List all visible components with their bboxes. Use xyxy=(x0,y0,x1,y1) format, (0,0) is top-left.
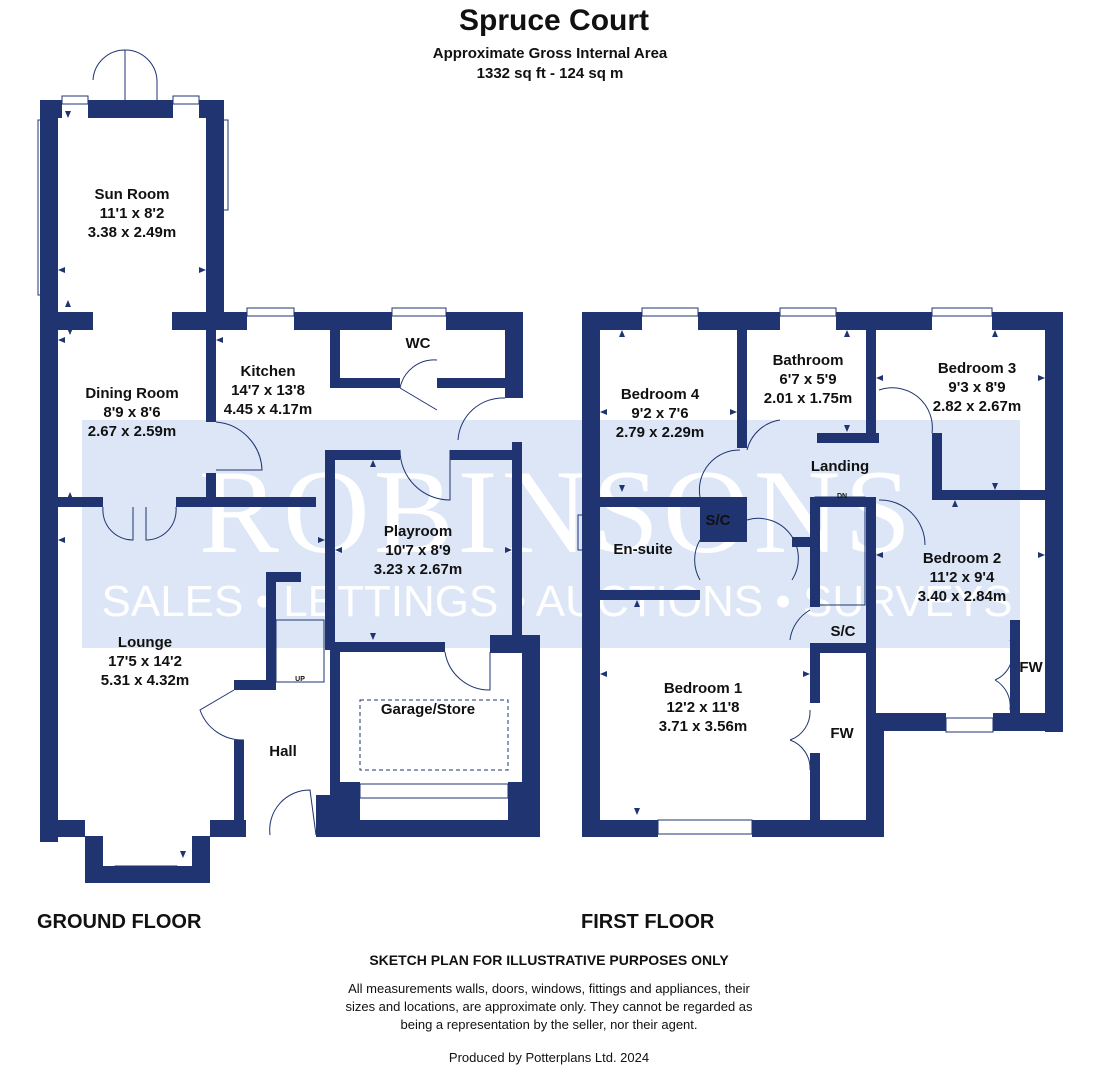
first-floor-label: FIRST FLOOR xyxy=(581,911,715,933)
disclaimer-line-1: All measurements walls, doors, windows, … xyxy=(348,981,750,996)
ground-floor-walls xyxy=(40,100,540,883)
room-wc: WC xyxy=(405,335,431,352)
room-bathroom: Bathroom 6'7 x 5'9 2.01 x 1.75m xyxy=(763,352,853,407)
disclaimer-heading: SKETCH PLAN FOR ILLUSTRATIVE PURPOSES ON… xyxy=(369,952,729,968)
room-bedroom-1: Bedroom 1 12'2 x 11'8 3.71 x 3.56m xyxy=(658,680,748,735)
disclaimer-line-3: being a representation by the seller, no… xyxy=(400,1017,698,1032)
room-dining-room: Dining Room 8'9 x 8'6 2.67 x 2.59m xyxy=(85,385,179,440)
room-garage-store: Garage/Store xyxy=(380,701,476,718)
disclaimer-line-2: sizes and locations, are approximate onl… xyxy=(345,999,753,1014)
watermark-services: SALES • LETTINGS • AUCTIONS • SURVEYS xyxy=(101,577,1013,626)
stairs-down-label: DN xyxy=(836,493,848,500)
windows xyxy=(37,95,994,882)
room-airing-cupboard: S/C xyxy=(705,512,731,529)
ground-floor-label: GROUND FLOOR xyxy=(37,911,202,933)
room-landing: Landing xyxy=(810,458,870,475)
room-fitted-wardrobe-bed2: FW xyxy=(1019,659,1043,676)
plan-title: Spruce Court xyxy=(458,4,650,37)
room-bedroom-4: Bedroom 4 9'2 x 7'6 2.79 x 2.29m xyxy=(615,386,705,441)
watermark-logo: ROBINSONS xyxy=(198,445,916,578)
room-fitted-wardrobe-bed1: FW xyxy=(830,725,854,742)
watermark-band xyxy=(82,420,1020,648)
room-storage-cupboard: S/C xyxy=(830,623,856,640)
room-playroom: Playroom 10'7 x 8'9 3.23 x 2.67m xyxy=(373,523,463,578)
room-bedroom-2: Bedroom 2 11'2 x 9'4 3.40 x 2.84m xyxy=(917,550,1007,605)
room-en-suite: En-suite xyxy=(613,541,673,558)
produced-by: Produced by Potterplans Ltd. 2024 xyxy=(448,1050,650,1065)
stairs-up-label: UP xyxy=(295,676,305,683)
area-label: Approximate Gross Internal Area xyxy=(432,45,668,62)
door-swings xyxy=(92,49,1014,836)
room-bedroom-3: Bedroom 3 9'3 x 8'9 2.82 x 2.67m xyxy=(932,360,1022,415)
dimension-arrows xyxy=(58,111,1045,858)
area-value: 1332 sq ft - 124 sq m xyxy=(476,65,624,82)
room-kitchen: Kitchen 14'7 x 13'8 4.45 x 4.17m xyxy=(223,363,313,418)
room-sun-room: Sun Room 11'1 x 8'2 3.38 x 2.49m xyxy=(87,186,177,241)
room-lounge: Lounge 17'5 x 14'2 5.31 x 4.32m xyxy=(100,634,190,689)
room-hall: Hall xyxy=(269,743,297,760)
